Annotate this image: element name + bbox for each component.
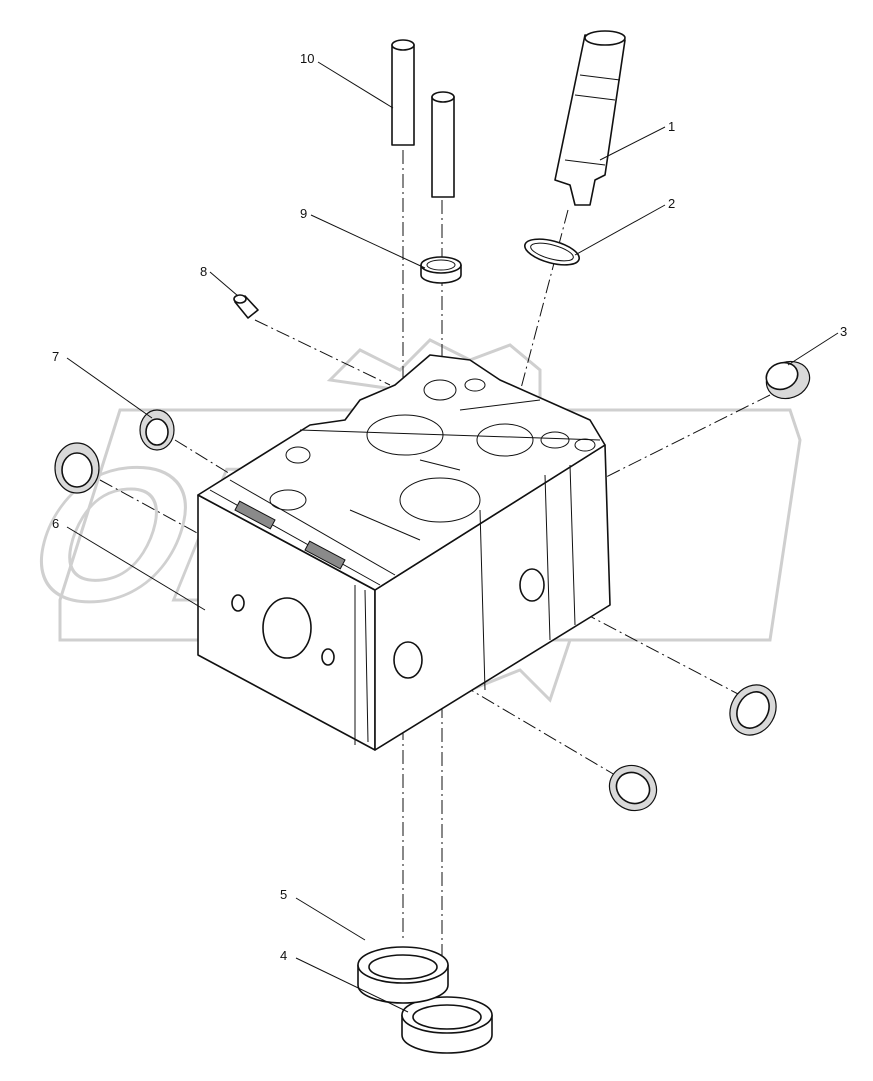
callout-9: 9 [300, 206, 307, 221]
front-port [262, 597, 312, 659]
plug-part-7 [54, 409, 175, 494]
callout-10: 10 [300, 51, 314, 66]
cylinder-head-block [197, 354, 611, 751]
callout-8: 8 [200, 264, 207, 279]
callout-2: 2 [668, 196, 675, 211]
valve-guide-part-10 [391, 39, 455, 198]
injector-sleeve-part-1 [554, 30, 626, 206]
dowel-part-8 [233, 294, 259, 319]
block-top-face [197, 354, 606, 591]
callout-3: 3 [840, 324, 847, 339]
callout-4: 4 [280, 948, 287, 963]
callout-labels: 1 2 3 4 5 6 7 8 9 10 [52, 51, 847, 963]
o-ring-part-2 [524, 238, 580, 266]
valve-seat-part-5 [357, 946, 449, 1004]
valve-seat-part-4 [401, 996, 493, 1054]
seal-part-9 [420, 256, 462, 284]
leader-lines [66, 61, 839, 1013]
plug-part-3 [765, 360, 811, 400]
callout-1: 1 [668, 119, 675, 134]
callout-5: 5 [280, 887, 287, 902]
callout-7: 7 [52, 349, 59, 364]
callout-6: 6 [52, 516, 59, 531]
side-plug-rings [608, 684, 777, 812]
